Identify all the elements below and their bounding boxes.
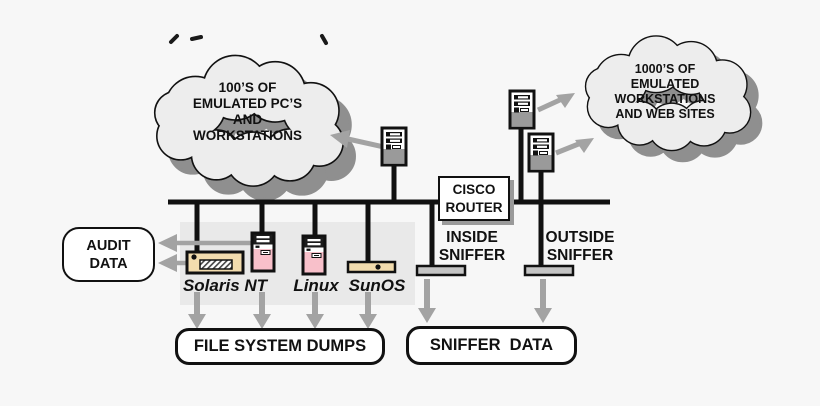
inside-sniffer-line1: INSIDE xyxy=(446,229,498,246)
outside-sniffer-tap xyxy=(523,264,575,277)
traffic-generator-server-icon xyxy=(380,126,408,167)
sniffer-data-box: SNIFFER DATA xyxy=(406,326,577,365)
solaris-host-icon xyxy=(185,250,245,275)
data-flow-arrows xyxy=(158,93,594,329)
linux-host-icon xyxy=(301,234,327,276)
web-emulator-server-icon-1 xyxy=(508,89,536,130)
audit-label-line1: AUDIT xyxy=(86,238,131,254)
cloud-label-line: 1000’S OF xyxy=(634,62,696,76)
cisco-router-box: CISCO ROUTER xyxy=(438,176,510,221)
host-label-sunos: SunOS xyxy=(348,276,406,295)
outside-sniffer-label: OUTSIDE SNIFFER xyxy=(536,229,624,264)
cloud-label-line: EMULATED PC’S xyxy=(192,96,303,111)
sunos-host-icon xyxy=(346,260,397,274)
emulated-pcs-cloud-label: 100’S OF EMULATED PC’S AND WORKSTATIONS xyxy=(155,80,340,144)
cloud-label-line: AND WEB SITES xyxy=(615,107,715,121)
audit-data-box: AUDIT DATA xyxy=(62,227,155,282)
outside-sniffer-line1: OUTSIDE xyxy=(545,229,615,246)
cloud-label-line: EMULATED xyxy=(630,77,700,91)
arrow-to-right-cloud-1 xyxy=(536,96,564,113)
inside-sniffer-tap xyxy=(415,264,467,277)
router-label-line2: ROUTER xyxy=(445,200,503,215)
host-label-solaris-nt: Solaris NT xyxy=(182,276,268,295)
cloud-label-line: AND xyxy=(232,112,263,127)
cloud-label-line: WORKSTATIONS xyxy=(193,128,302,143)
outside-sniffer-line2: SNIFFER xyxy=(546,246,614,264)
host-label-linux: Linux xyxy=(293,276,339,295)
arrow-to-left-cloud xyxy=(347,136,385,150)
inside-sniffer-label: INSIDE SNIFFER xyxy=(428,229,516,264)
emulated-workstations-cloud-label: 1000’S OF EMULATED WORKSTATIONS AND WEB … xyxy=(584,62,746,122)
inside-sniffer-line2: SNIFFER xyxy=(438,246,506,264)
cloud-label-line: WORKSTATIONS xyxy=(614,92,716,106)
arrow-to-right-cloud-2 xyxy=(555,140,582,156)
network-bus xyxy=(168,124,610,270)
cropped-text-marks xyxy=(169,34,328,45)
web-emulator-server-icon-2 xyxy=(527,132,555,173)
nt-host-icon xyxy=(250,231,276,273)
audit-label-line2: DATA xyxy=(89,256,128,272)
file-system-dumps-box: FILE SYSTEM DUMPS xyxy=(175,328,385,365)
router-label-line1: CISCO xyxy=(452,182,496,197)
cloud-label-line: 100’S OF xyxy=(218,80,277,95)
